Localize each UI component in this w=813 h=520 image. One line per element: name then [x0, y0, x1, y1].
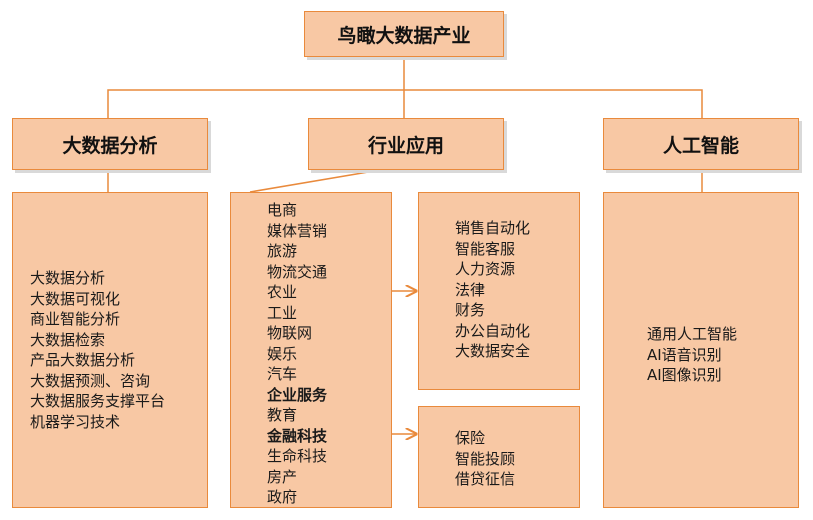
list-item: 商业智能分析 — [30, 310, 121, 328]
enterprise-services-box: 销售自动化 智能客服 人力资源 法律 财务 办公自动化 大数据安全 — [418, 192, 580, 390]
fintech-box: 保险 智能投顾 借贷征信 — [418, 406, 580, 508]
list-item: 智能投顾 — [455, 449, 516, 468]
industry-list-box: 电商 媒体营销 旅游 物流交通 农业 工业 物联网 娱乐 汽车 企业服务 教育 … — [230, 192, 392, 508]
list-item: 政府 — [267, 488, 298, 506]
list-item: 大数据预测、咨询 — [30, 371, 151, 390]
list-item: 保险 — [455, 429, 486, 447]
fintech-list: 保险 智能投顾 借贷征信 — [455, 428, 515, 490]
list-item: 物联网 — [267, 324, 313, 342]
list-item: 生命科技 — [267, 447, 328, 465]
list-item: 大数据分析 — [30, 269, 106, 287]
list-item: 大数据服务支撑平台 — [30, 392, 166, 410]
list-item: AI图像识别 — [647, 366, 722, 384]
category-label: 行业应用 — [367, 134, 444, 157]
list-item: 旅游 — [267, 242, 298, 260]
list-item-fintech: 金融科技 — [267, 426, 328, 445]
list-item: 借贷征信 — [455, 470, 516, 488]
industry-list: 电商 媒体营销 旅游 物流交通 农业 工业 物联网 娱乐 汽车 企业服务 教育 … — [267, 200, 327, 508]
list-item: 人力资源 — [455, 260, 516, 278]
list-item: 大数据安全 — [455, 342, 531, 360]
category-ai: 人工智能 — [603, 118, 799, 170]
list-item: 媒体营销 — [267, 221, 328, 240]
list-item: 电商 — [267, 201, 298, 219]
analysis-list: 大数据分析 大数据可视化 商业智能分析 大数据检索 产品大数据分析 大数据预测、… — [30, 268, 165, 432]
root-label: 鸟瞰大数据产业 — [337, 24, 471, 47]
list-item: 汽车 — [267, 365, 298, 383]
category-big-data-analysis: 大数据分析 — [12, 118, 208, 170]
list-item: 通用人工智能 — [647, 325, 738, 343]
industry-callout-line — [249, 169, 418, 193]
list-item: 娱乐 — [267, 344, 298, 363]
list-item: 物流交通 — [267, 262, 328, 281]
ai-list-box: 通用人工智能 AI语音识别 AI图像识别 — [603, 192, 799, 508]
list-item: 产品大数据分析 — [30, 351, 136, 369]
list-item: 农业 — [267, 283, 298, 301]
list-item: 财务 — [455, 301, 486, 319]
list-item: 办公自动化 — [455, 321, 531, 340]
list-item: 销售自动化 — [455, 219, 531, 237]
list-item: 工业 — [267, 303, 298, 322]
analysis-list-box: 大数据分析 大数据可视化 商业智能分析 大数据检索 产品大数据分析 大数据预测、… — [12, 192, 208, 508]
list-item: 房产 — [267, 467, 298, 486]
list-item: 大数据可视化 — [30, 289, 121, 308]
list-item: 机器学习技术 — [30, 412, 121, 431]
list-item-enterprise-services: 企业服务 — [267, 385, 328, 404]
category-industry-applications: 行业应用 — [308, 118, 504, 170]
list-item: 教育 — [267, 406, 298, 424]
category-label: 人工智能 — [662, 134, 739, 157]
root-node: 鸟瞰大数据产业 — [304, 11, 504, 57]
enterprise-services-list: 销售自动化 智能客服 人力资源 法律 财务 办公自动化 大数据安全 — [455, 218, 530, 362]
list-item: 智能客服 — [455, 239, 516, 258]
category-label: 大数据分析 — [62, 134, 158, 157]
root-to-categories-line — [107, 57, 703, 118]
list-item: 大数据检索 — [30, 330, 106, 349]
list-item: 法律 — [455, 280, 486, 299]
list-item: AI语音识别 — [647, 345, 722, 364]
ai-list: 通用人工智能 AI语音识别 AI图像识别 — [647, 324, 737, 386]
